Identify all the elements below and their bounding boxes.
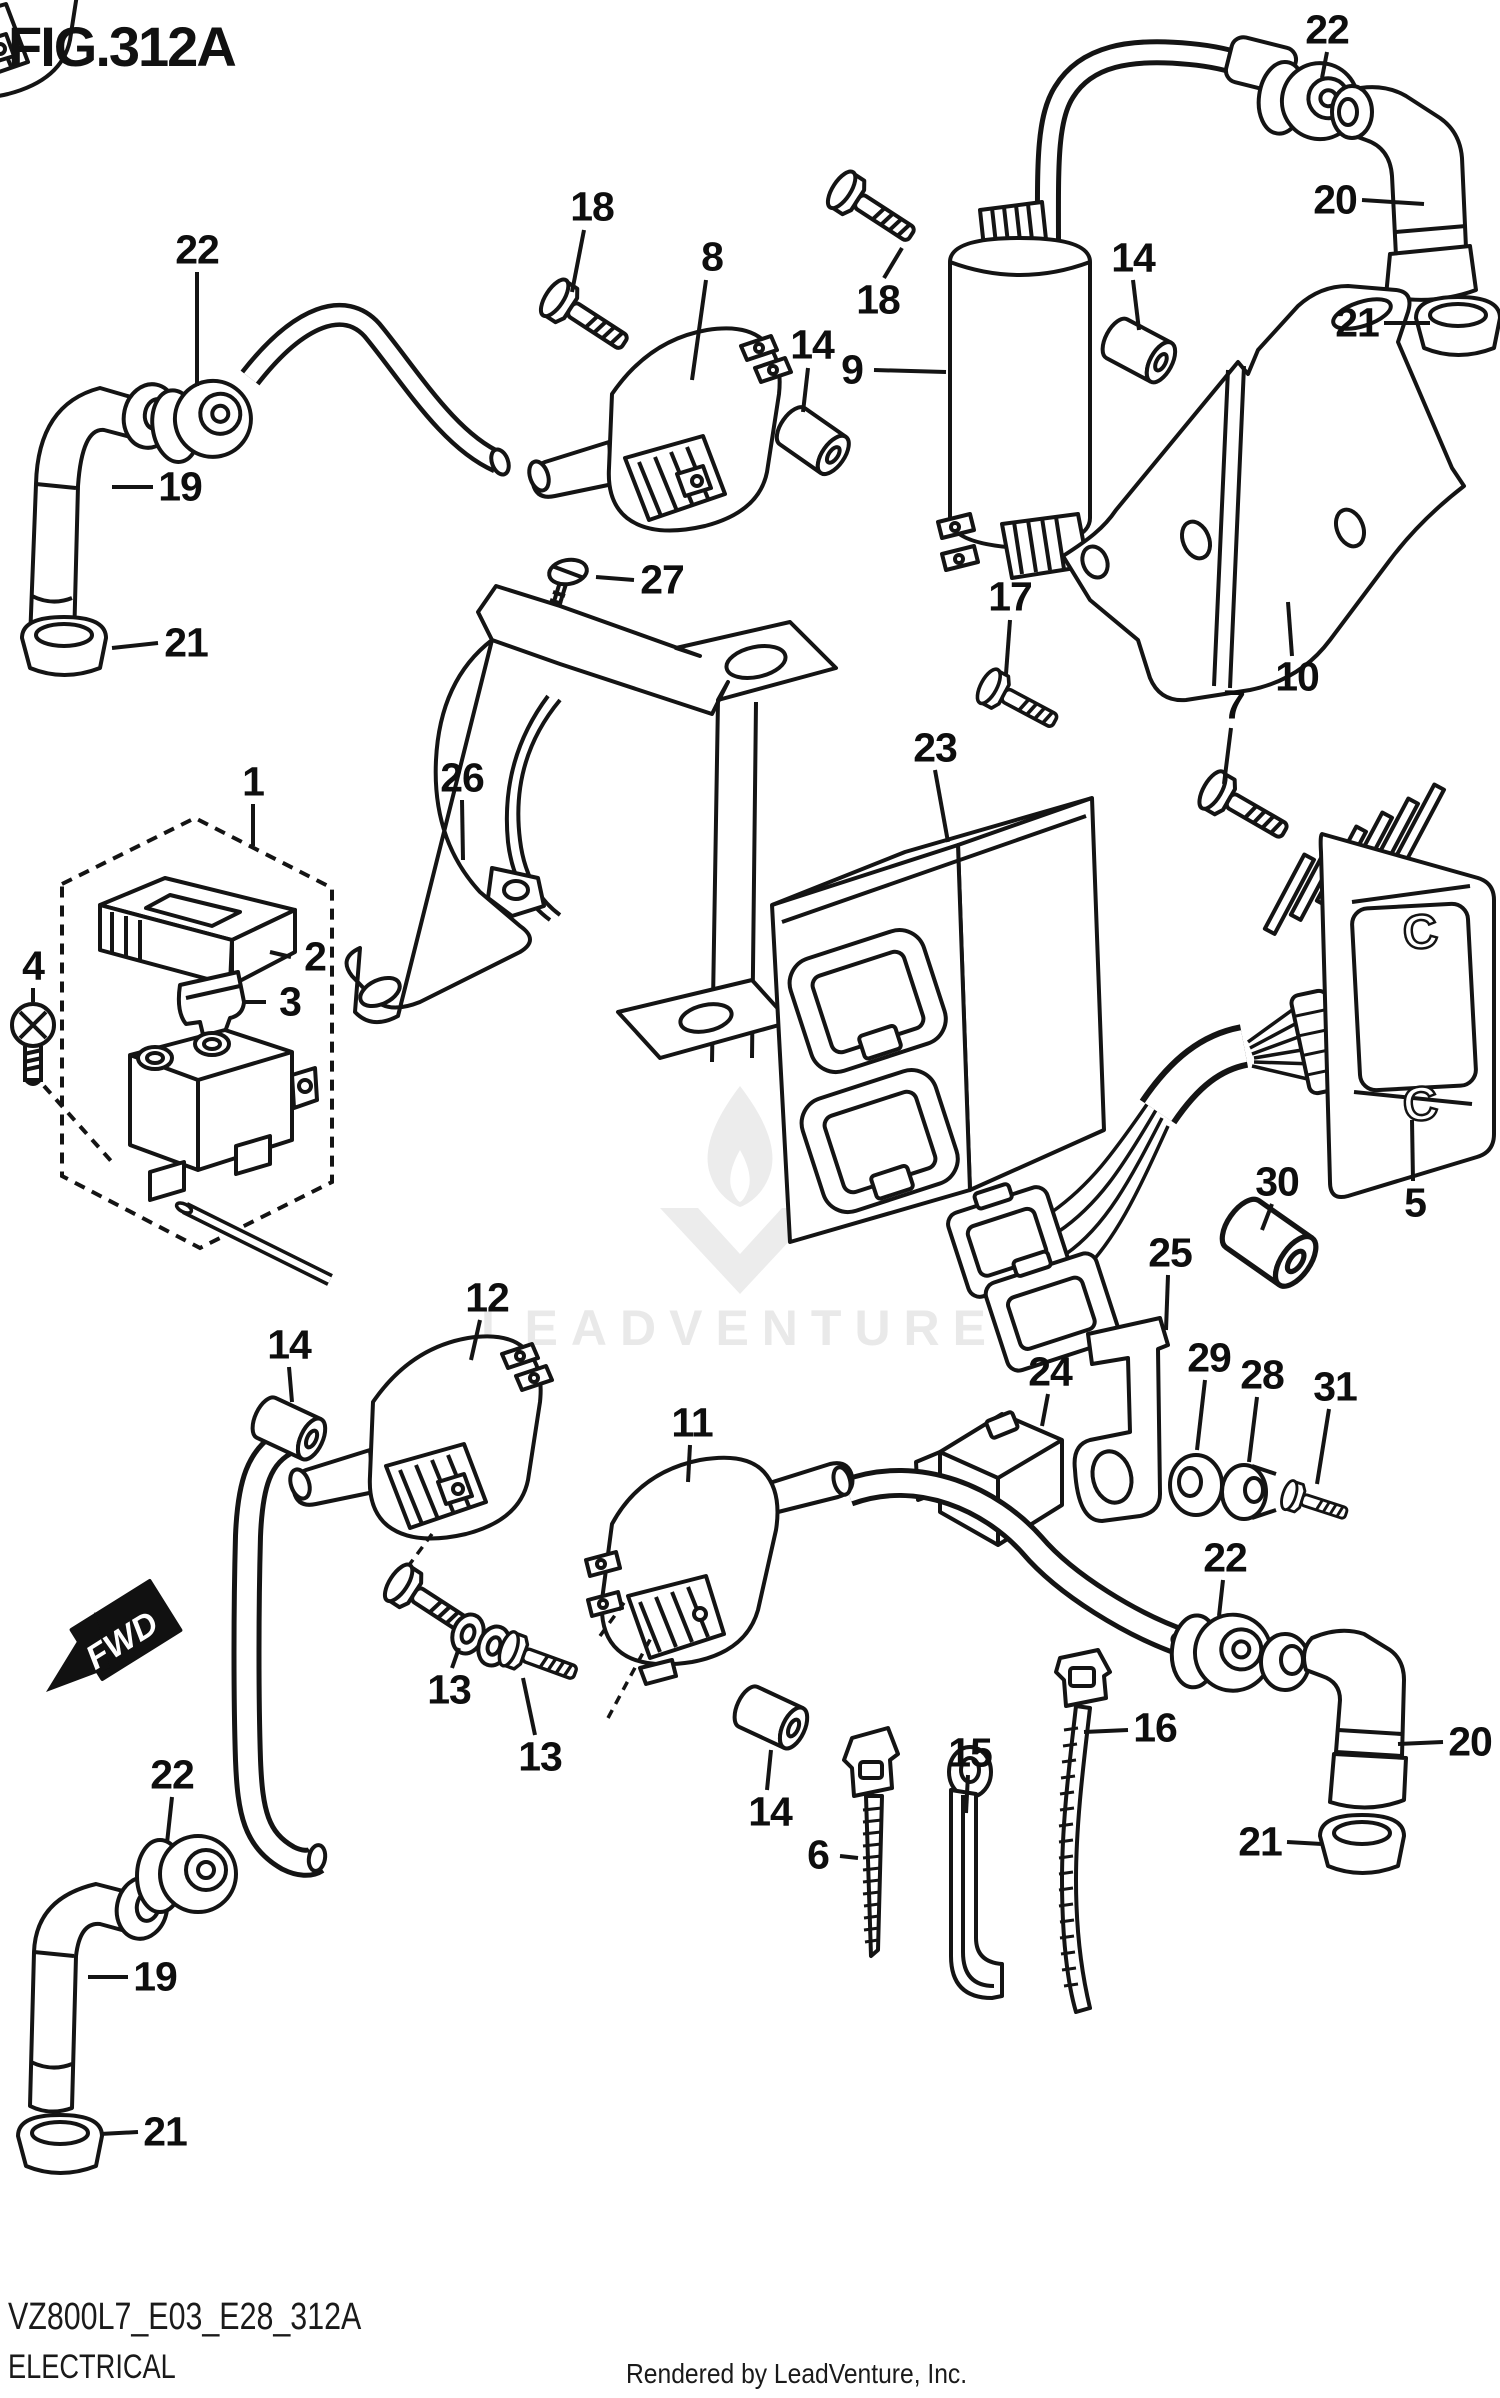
callout-14-b: 14: [1111, 234, 1156, 281]
callout-25: 25: [1148, 1229, 1193, 1276]
part-16-cable-tie-long: [1054, 1648, 1112, 2014]
footer-part-code: VZ800L7_E03_E28_312A: [8, 2296, 362, 2338]
part-21-ring-top-right: [1414, 295, 1500, 357]
part-2-relay-module: [98, 876, 297, 987]
part-6-cable-tie: [842, 1726, 900, 1958]
part-12-ignition-coil: [284, 1334, 554, 1541]
callout-30: 30: [1255, 1158, 1300, 1205]
callout-22-c: 22: [1203, 1534, 1248, 1581]
part-17-bolt: [970, 664, 1066, 740]
part-18-bolt-left: [533, 273, 638, 363]
part-22-grommet-bottom-left: [135, 1834, 238, 1914]
part-18-bolt-right: [820, 165, 925, 255]
part-21-ring-bottom-right: [1318, 1813, 1406, 1875]
part-1-starter-relay: [128, 1028, 319, 1202]
callout-26: 26: [440, 754, 485, 801]
callout-9: 9: [841, 346, 864, 393]
part-11-ignition-coil: [584, 1455, 855, 1686]
wire-coil12-stub: [174, 1201, 333, 1286]
watermark-text: LEADVENTURE: [481, 1300, 999, 1356]
leadventure-watermark: LEADVENTURE: [481, 1086, 999, 1356]
assembly-dash-coil11: [598, 1598, 654, 1719]
callout-27: 27: [640, 556, 685, 603]
callout-20-a: 20: [1313, 176, 1358, 223]
callout-19-a: 19: [158, 463, 203, 510]
callout-20-b: 20: [1448, 1718, 1493, 1765]
harness-connectors: [946, 1099, 1170, 1373]
regulator-mark-bottom: C: [1400, 1076, 1440, 1132]
callout-11: 11: [671, 1399, 713, 1446]
part-10-bracket: [1061, 284, 1466, 703]
part-27-screw: [547, 557, 589, 611]
callout-14-a: 14: [790, 321, 835, 368]
callout-6: 6: [807, 1831, 830, 1878]
callout-17: 17: [988, 573, 1033, 620]
callout-15: 15: [948, 1729, 993, 1776]
footer-credit: Rendered by LeadVenture, Inc.: [626, 2358, 968, 2389]
harness-boot-to-regulator: [1139, 988, 1347, 1125]
part-21-ring-bottom-left: [16, 2113, 104, 2175]
part-26-bracket: [344, 584, 838, 1063]
leader-lines: [31, 51, 1444, 2136]
callout-29: 29: [1187, 1334, 1232, 1381]
callout-22-a: 22: [175, 226, 220, 273]
part-14-spacer-a: [768, 399, 857, 482]
part-21-ring-top-left: [20, 615, 108, 677]
wire-coil12-to-cap19: [231, 1426, 328, 1878]
callout-19-b: 19: [133, 1953, 178, 2000]
callout-10: 10: [1275, 653, 1320, 700]
callout-7: 7: [1223, 681, 1246, 728]
part-20-plug-cap-bottom-right: [1259, 1628, 1408, 1810]
part-23-ecu: [770, 796, 1106, 1244]
callout-31: 31: [1313, 1363, 1358, 1410]
callout-5: 5: [1404, 1179, 1427, 1226]
callout-2: 2: [304, 933, 327, 980]
callout-8: 8: [701, 233, 724, 280]
figure-title: FIG.312A: [8, 15, 237, 78]
wire-coil9-to-cap20: [1034, 35, 1299, 251]
part-5-regulator: [1262, 782, 1496, 1199]
callout-14-c: 14: [267, 1321, 312, 1368]
callout-21-a: 21: [164, 619, 209, 666]
wire-cap22-to-coil8: [240, 302, 511, 477]
regulator-mark-top: C: [1400, 904, 1440, 960]
fwd-arrow: FWD: [46, 1579, 183, 1692]
callout-18-a: 18: [570, 183, 615, 230]
callout-14-d: 14: [748, 1788, 793, 1835]
callout-3: 3: [279, 978, 302, 1025]
part-28-spacer: [1220, 1463, 1277, 1521]
callout-13-b: 13: [518, 1733, 563, 1780]
callout-21-d: 21: [143, 2108, 188, 2155]
part-29-grommet: [1168, 1453, 1224, 1517]
callout-12: 12: [465, 1274, 510, 1321]
part-20-plug-cap-top-right: [1330, 84, 1478, 302]
callout-13-a: 13: [427, 1666, 472, 1713]
callout-21-b: 21: [1335, 299, 1380, 346]
callout-28: 28: [1240, 1351, 1285, 1398]
part-25-bracket: [1072, 1316, 1170, 1523]
callout-1: 1: [242, 758, 265, 805]
part-22-grommet-bottom-right: [1166, 1607, 1277, 1696]
callout-16: 16: [1133, 1704, 1178, 1751]
callout-24: 24: [1028, 1348, 1073, 1395]
callout-22-d: 22: [150, 1751, 195, 1798]
callout-4: 4: [22, 942, 45, 989]
part-15-band: [947, 1745, 1004, 2000]
callout-22-b: 22: [1305, 6, 1350, 53]
part-13-bolt-b: [493, 1627, 583, 1692]
part-31-bolt: [1276, 1477, 1353, 1530]
footer-section-title: ELECTRICAL: [8, 2348, 176, 2386]
part-8-ignition-coil: [523, 326, 793, 533]
part-1-relay-assembly-box: [60, 815, 334, 1251]
part-9-ignition-coil: [936, 200, 1092, 580]
part-7-bolt: [1192, 765, 1297, 852]
part-4-screw: [10, 1002, 114, 1164]
part-14-spacer-d: [726, 1680, 815, 1755]
callout-21-c: 21: [1238, 1818, 1283, 1865]
callout-23: 23: [913, 724, 958, 771]
callout-18-b: 18: [856, 276, 901, 323]
